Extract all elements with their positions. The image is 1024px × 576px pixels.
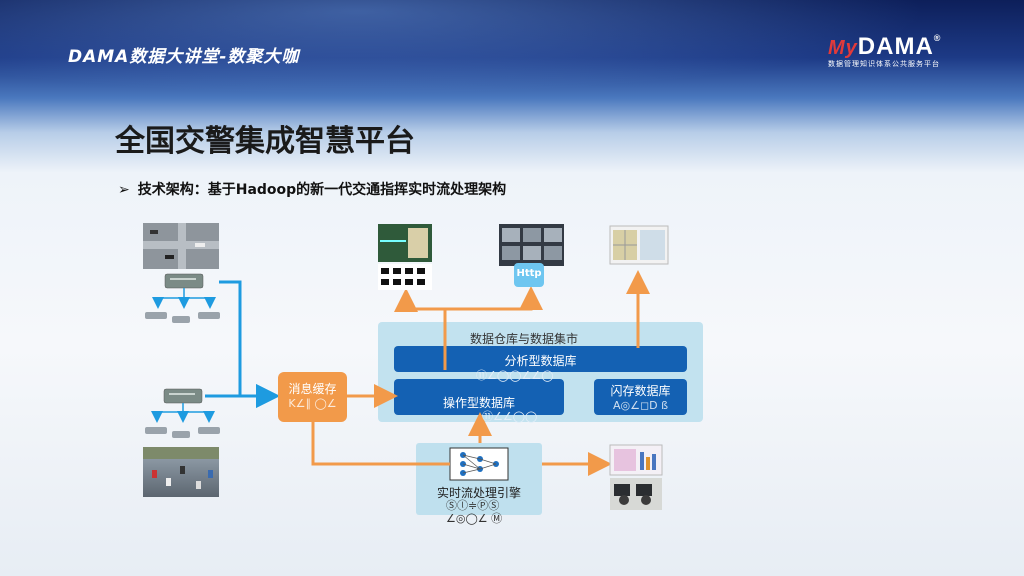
message-cache-glyphs: K∠∥ ◯∠ <box>288 397 337 410</box>
message-cache-box <box>278 372 347 422</box>
highway-photo <box>143 447 219 497</box>
http-badge: Http <box>516 268 542 279</box>
monitor-screenshot-2 <box>499 224 564 287</box>
message-cache-label: 消息缓存 <box>288 382 337 396</box>
page-title: 全国交警集成智慧平台 <box>115 124 415 159</box>
analytic-db-glyphs: ⑪∠◯◯∠∠◯ <box>476 369 554 382</box>
logo-my: My <box>828 37 858 59</box>
operational-db-glyphs: ⑪∠∠◯◯ <box>482 410 538 423</box>
flash-db-glyphs: A◎∠◻D ß <box>612 399 668 412</box>
flash-db-label: 闪存数据库 <box>610 384 671 398</box>
neural-net-icon <box>449 447 509 481</box>
operational-db: 操作型数据库 <box>394 394 564 411</box>
flash-db: 闪存数据库 A◎∠◻D ß <box>594 382 687 412</box>
banner-title: DAMA数据大讲堂-数聚大咖 <box>68 47 300 67</box>
logo-tagline: 数据管理知识体系公共服务平台 <box>828 60 940 68</box>
operators-photo <box>610 478 662 510</box>
analytic-db-bar <box>394 346 687 372</box>
bullet-arrow-icon: ➢ <box>118 182 130 198</box>
stream-engine: 实时流处理引擎 <box>416 484 542 501</box>
stream-engine-glyphs: Ⓢⓛ≑ⓅⓈ ∠◎◯∠ Ⓜ <box>446 499 503 525</box>
operational-db-bar <box>394 379 564 415</box>
analytic-db-label: 分析型数据库 <box>504 354 577 368</box>
bullet-text: 技术架构：基于Hadoop的新一代交通指挥实时流处理架构 <box>137 182 507 198</box>
mydama-logo: MyDAMA® 数据管理知识体系公共服务平台 <box>828 33 958 69</box>
analytic-db: 分析型数据库 <box>394 352 687 369</box>
data-warehouse-label: 数据仓库与数据集市 <box>470 332 579 346</box>
http-badge-icon <box>514 263 544 287</box>
header-glow <box>0 0 1024 110</box>
camera-cluster-2 <box>145 388 220 438</box>
report-screenshot <box>609 444 663 476</box>
flash-db-bar <box>594 379 687 415</box>
monitor-screenshot-3 <box>609 225 669 265</box>
logo-brand: DAMA <box>857 33 934 60</box>
logo-registered: ® <box>933 33 942 43</box>
camera-cluster-1 <box>145 273 220 323</box>
message-cache: 消息缓存 K∠∥ ◯∠ <box>278 380 347 410</box>
monitor-screenshot-1 <box>378 224 432 290</box>
stream-engine-label: 实时流处理引擎 <box>436 486 521 500</box>
operational-db-label: 操作型数据库 <box>442 396 515 410</box>
intersection-photo <box>143 223 219 269</box>
bullet-item: ➢ 技术架构：基于Hadoop的新一代交通指挥实时流处理架构 <box>118 179 506 199</box>
